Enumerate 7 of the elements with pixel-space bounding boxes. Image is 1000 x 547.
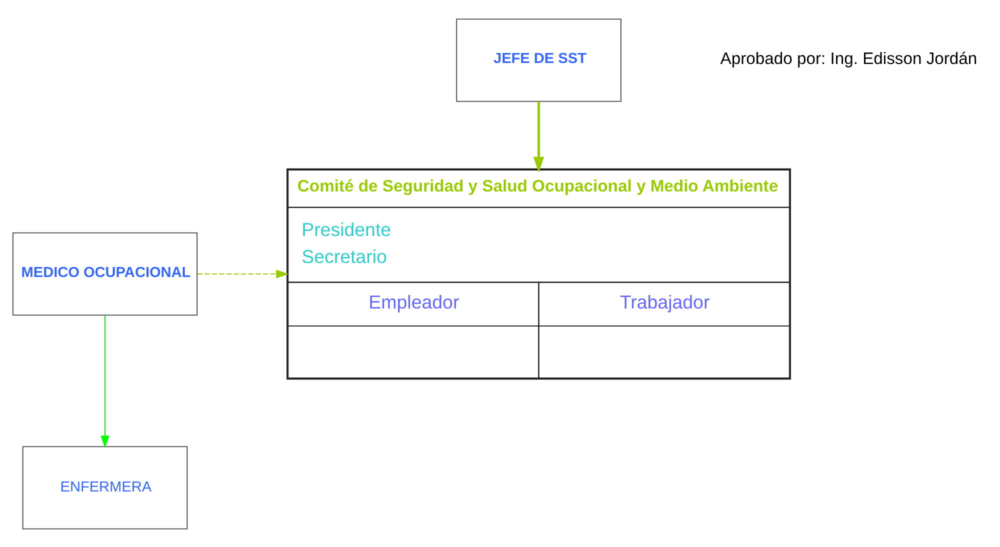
node-box: JEFE DE SST — [456, 18, 622, 102]
label: Aprobado por: Ing. Edisson Jordán — [720, 48, 978, 68]
arrow — [197, 269, 289, 278]
arrow — [533, 101, 544, 172]
node-box: ENFERMERA — [22, 446, 188, 529]
arrow — [100, 314, 110, 448]
node-box: MEDICO OCUPACIONAL — [12, 232, 198, 316]
